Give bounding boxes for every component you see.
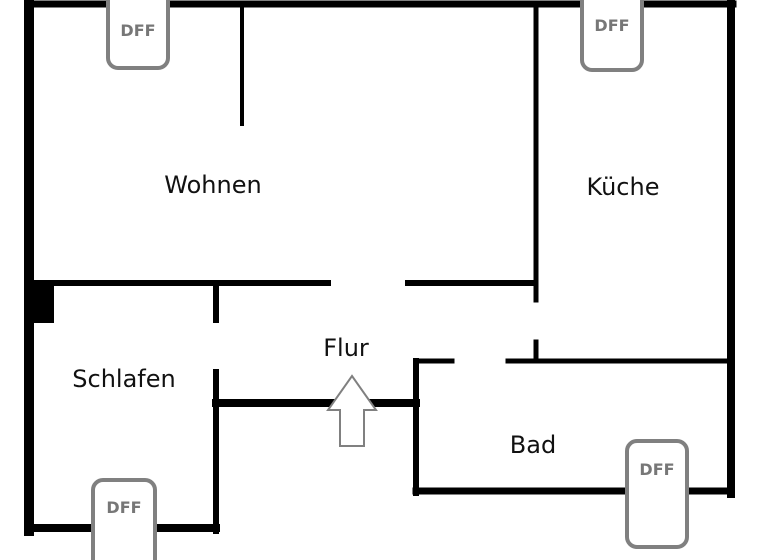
dff-label: DFF (594, 16, 629, 35)
room-label-kueche: Küche (587, 173, 660, 201)
dff-marker-1: DFF (106, 0, 170, 70)
dff-marker-2: DFF (580, 0, 644, 72)
dff-marker-3: DFF (625, 439, 689, 549)
up-arrow-icon (326, 374, 378, 447)
chimney-block (29, 283, 54, 323)
dff-label: DFF (639, 460, 674, 479)
room-label-flur: Flur (323, 334, 369, 362)
room-label-schlafen: Schlafen (72, 365, 175, 393)
room-label-bad: Bad (510, 431, 556, 459)
dff-label: DFF (120, 21, 155, 40)
dff-marker-4: DFF (91, 478, 157, 560)
dff-label: DFF (106, 498, 141, 517)
room-label-wohnen: Wohnen (164, 171, 261, 199)
